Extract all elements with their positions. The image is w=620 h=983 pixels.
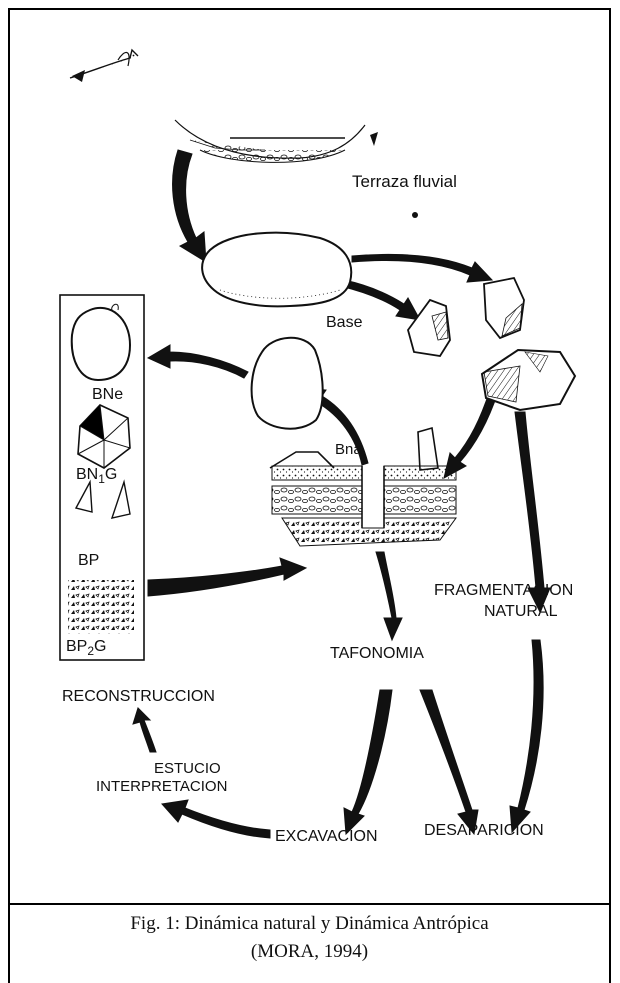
fragmentacion-label-line2: NATURAL	[484, 603, 558, 621]
fragmentacion-label-line1: FRAGMENTACION	[434, 582, 573, 600]
bp2g-end: G	[94, 638, 106, 655]
figure-caption: Fig. 1: Dinámica natural y Dinámica Antr…	[8, 910, 611, 966]
excavacion-label: EXCAVACION	[275, 828, 378, 846]
terraza-label: Terraza fluvial	[352, 172, 457, 192]
caption-divider	[8, 903, 611, 905]
middle-pebble	[252, 338, 323, 429]
bp2g-label: BP2G	[66, 638, 106, 656]
stratigraphy-section	[270, 428, 456, 546]
desaparicion-label: DESAPARICION	[424, 822, 544, 840]
bn1g-end: G	[105, 466, 117, 483]
river-terrace-illustration	[70, 50, 378, 162]
reconstruccion-label: RECONSTRUCCION	[62, 688, 215, 706]
bne-label: BNe	[92, 386, 123, 404]
stone-flakes	[408, 278, 575, 410]
diagram-canvas	[0, 0, 620, 903]
bp2g-main: BP	[66, 638, 87, 655]
estudio-label-line1: ESTUCIO	[154, 760, 221, 777]
bp-label: BP	[78, 552, 99, 570]
bn1g-main: BN	[76, 466, 98, 483]
bn1g-label: BN1G	[76, 466, 117, 484]
base-label: Base	[326, 314, 362, 332]
bn1g-sub: 1	[98, 472, 105, 486]
tafonomia-label: TAFONOMIA	[330, 645, 424, 663]
caption-line-2: (MORA, 1994)	[8, 938, 611, 966]
caption-line-1: Fig. 1: Dinámica natural y Dinámica Antr…	[8, 910, 611, 938]
estudio-label-line2: INTERPRETACION	[96, 778, 227, 795]
bna-label: Bna	[335, 441, 362, 458]
bp2g-sub: 2	[87, 644, 94, 658]
